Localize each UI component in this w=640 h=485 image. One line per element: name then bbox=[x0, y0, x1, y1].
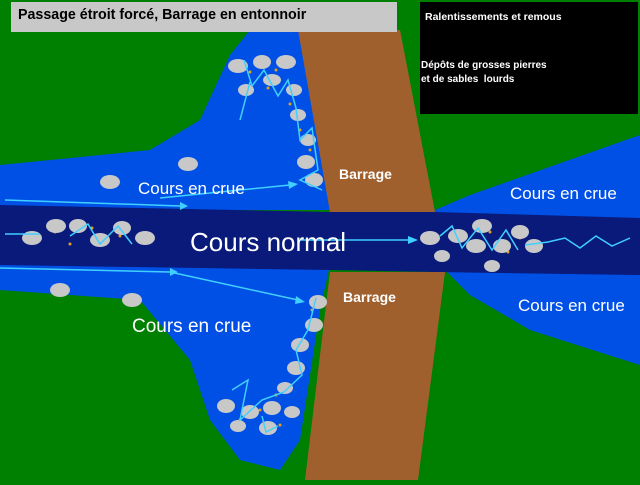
dam-lower bbox=[305, 272, 445, 480]
flood-zone-upper-left bbox=[0, 30, 330, 210]
label-flood-lower-left: Cours en crue bbox=[132, 316, 252, 337]
label-dam-lower: Barrage bbox=[343, 289, 396, 305]
label-dam-upper: Barrage bbox=[339, 166, 392, 182]
flood-zone-lower-left bbox=[0, 265, 330, 470]
flood-zone-upper-right bbox=[435, 135, 640, 220]
stone-deposits bbox=[22, 55, 543, 435]
label-flood-lower-right: Cours en crue bbox=[518, 296, 625, 315]
legend-deposits-label: Dépôts de grosses pierres et de sables l… bbox=[421, 60, 547, 85]
title-box bbox=[11, 2, 397, 32]
flow-arrows bbox=[0, 59, 631, 434]
label-flood-upper-left: Cours en crue bbox=[138, 179, 245, 198]
dam-upper bbox=[298, 30, 435, 212]
legend-box bbox=[420, 2, 638, 114]
flood-zone-lower-right bbox=[440, 265, 640, 365]
legend-eddies-label: Ralentissements et remous bbox=[425, 11, 562, 23]
label-flood-upper-right: Cours en crue bbox=[510, 184, 617, 203]
label-normal-flow: Cours normal bbox=[190, 227, 347, 257]
diagram-title: Passage étroit forcé, Barrage en entonno… bbox=[18, 6, 307, 23]
